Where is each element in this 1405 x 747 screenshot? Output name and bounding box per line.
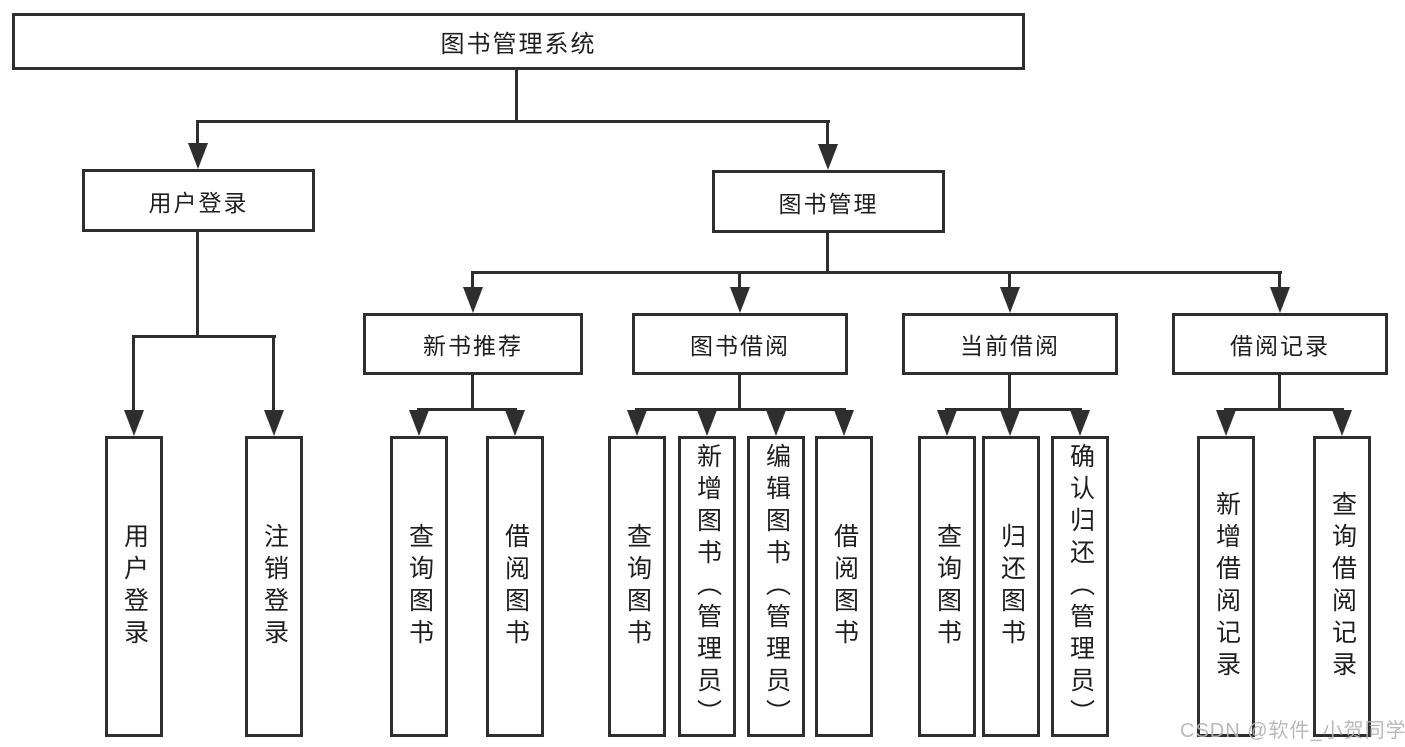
node-borrowing-records: 借阅记录	[1172, 313, 1388, 375]
arrowhead-down-icon	[1270, 287, 1290, 313]
arrowhead-down-icon	[505, 410, 525, 436]
connector-line	[1008, 271, 1011, 293]
arrowhead-down-icon	[409, 410, 429, 436]
node-label: 确认归还（管理员）	[1066, 442, 1095, 731]
connector-line	[635, 408, 846, 411]
connector-line	[417, 408, 517, 411]
connector-line	[826, 233, 829, 273]
arrowhead-down-icon	[188, 143, 208, 169]
leaf-borrow-books-1: 借阅图书	[486, 436, 544, 737]
connector-line	[471, 271, 474, 293]
csdn-watermark: CSDN @软件_小贺同学	[1180, 720, 1405, 742]
leaf-logout: 注销登录	[245, 436, 303, 737]
node-label: 借阅图书	[830, 522, 859, 651]
arrowhead-down-icon	[766, 410, 786, 436]
connector-line	[515, 70, 518, 122]
node-label: 图书管理	[778, 190, 879, 217]
node-label: 用户登录	[120, 522, 149, 651]
connector-line	[471, 374, 474, 410]
node-label: 图书管理系统	[440, 31, 597, 58]
arrowhead-down-icon	[818, 144, 838, 170]
leaf-query-borrow-record: 查询借阅记录	[1313, 436, 1371, 737]
connector-line	[196, 232, 199, 337]
node-label: 图书借阅	[690, 333, 790, 359]
leaf-return-books: 归还图书	[982, 436, 1040, 737]
node-label: 查询图书	[623, 522, 652, 651]
leaf-edit-books-admin: 编辑图书（管理员）	[747, 436, 805, 737]
node-label: 用户登录	[148, 189, 249, 216]
arrowhead-down-icon	[1000, 287, 1020, 313]
arrowhead-down-icon	[264, 410, 284, 436]
node-library-management-system: 图书管理系统	[12, 13, 1025, 70]
node-label: 查询图书	[933, 522, 962, 651]
node-book-borrowing: 图书借阅	[632, 313, 848, 375]
leaf-confirm-return-admin: 确认归还（管理员）	[1051, 436, 1109, 737]
connector-line	[826, 120, 829, 160]
node-label: 查询借阅记录	[1328, 490, 1357, 683]
arrowhead-down-icon	[1070, 410, 1090, 436]
connector-line	[272, 335, 275, 415]
node-label: 编辑图书（管理员）	[762, 442, 791, 731]
node-label: 归还图书	[997, 522, 1026, 651]
arrowhead-down-icon	[730, 287, 750, 313]
node-label: 查询图书	[405, 522, 434, 651]
node-label: 注销登录	[260, 522, 289, 651]
connector-line	[1224, 408, 1344, 411]
connector-line	[945, 408, 1082, 411]
connector-line	[738, 271, 741, 293]
arrowhead-down-icon	[1216, 410, 1236, 436]
connector-line	[132, 335, 135, 415]
arrowhead-down-icon	[834, 410, 854, 436]
leaf-add-borrow-record: 新增借阅记录	[1197, 436, 1255, 737]
leaf-add-books-admin: 新增图书（管理员）	[678, 436, 736, 737]
leaf-query-books-2: 查询图书	[608, 436, 666, 737]
node-label: 当前借阅	[960, 333, 1060, 359]
connector-line	[196, 120, 199, 160]
node-current-borrowing: 当前借阅	[902, 313, 1118, 375]
leaf-query-books-1: 查询图书	[390, 436, 448, 737]
connector-line	[471, 271, 1282, 274]
arrowhead-down-icon	[463, 287, 483, 313]
node-label: 新增图书（管理员）	[693, 442, 722, 731]
leaf-user-login: 用户登录	[105, 436, 163, 737]
leaf-borrow-books-2: 借阅图书	[815, 436, 873, 737]
connector-line	[1008, 374, 1011, 410]
arrowhead-down-icon	[1332, 410, 1352, 436]
node-label: 新书推荐	[423, 333, 523, 359]
arrowhead-down-icon	[937, 410, 957, 436]
arrowhead-down-icon	[124, 410, 144, 436]
node-label: 借阅图书	[501, 522, 530, 651]
node-label: 借阅记录	[1230, 333, 1330, 359]
connector-line	[1278, 374, 1281, 410]
connector-line	[1278, 271, 1281, 293]
arrowhead-down-icon	[627, 410, 647, 436]
node-book-management: 图书管理	[712, 170, 945, 233]
arrowhead-down-icon	[1000, 410, 1020, 436]
node-user-login: 用户登录	[82, 169, 315, 232]
leaf-query-books-3: 查询图书	[918, 436, 976, 737]
node-new-book-recommend: 新书推荐	[363, 313, 583, 375]
connector-line	[738, 374, 741, 410]
connector-line	[196, 120, 830, 123]
connector-line	[133, 335, 276, 338]
node-label: 新增借阅记录	[1212, 490, 1241, 683]
arrowhead-down-icon	[697, 410, 717, 436]
